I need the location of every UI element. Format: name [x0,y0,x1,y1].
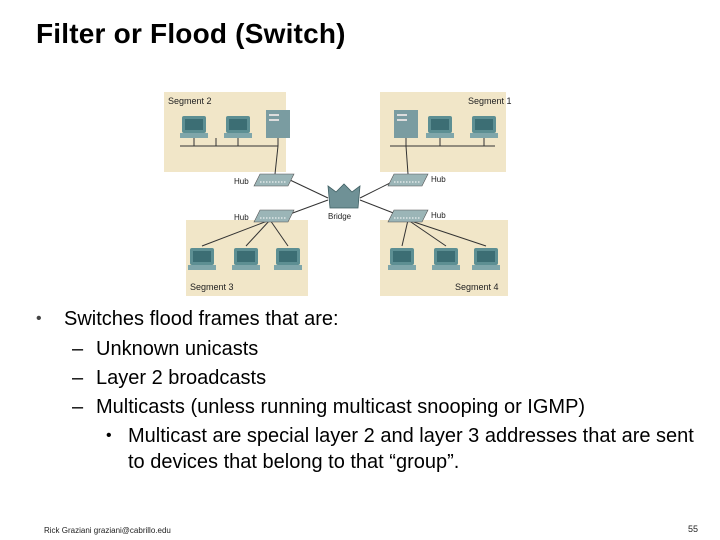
bullet-dot-icon: • [106,427,112,444]
sub-bullet-text: Multicasts (unless running multicast sno… [96,396,586,418]
sub-bullet: – Multicasts (unless running multicast s… [36,394,706,420]
computer-icon [388,248,416,270]
dash-mark: – [72,338,84,360]
bridge-icon [327,183,361,209]
bullet-main-text: Switches flood frames that are: [64,308,339,330]
computer-icon [180,116,208,138]
hub-label: Hub [431,175,446,184]
sub-bullet: – Layer 2 broadcasts [36,365,706,391]
segment-1-label: Segment 1 [468,96,512,106]
sub-sub-bullet-text: Multicast are special layer 2 and layer … [128,425,694,473]
bridge-label: Bridge [328,212,352,221]
computer-icon [470,116,498,138]
network-diagram: Segment 2 Segment 1 Segment 3 Segment 4 [150,88,520,300]
hub-label: Hub [234,177,249,186]
dash-mark: – [72,396,84,418]
computer-icon [188,248,216,270]
hub-icon [387,173,429,187]
hub-icon [387,209,429,223]
computer-icon [472,248,500,270]
sub-bullet-text: Layer 2 broadcasts [96,367,267,389]
server-icon [266,110,290,138]
slide-title: Filter or Flood (Switch) [36,18,346,49]
computer-icon [232,248,260,270]
segment-2-label: Segment 2 [168,96,212,106]
segment-3-label: Segment 3 [190,282,234,292]
sub-bullet-text: Unknown unicasts [96,338,259,360]
computer-icon [432,248,460,270]
hub-label: Hub [431,211,446,220]
server-icon [394,110,418,138]
sub-bullet: – Unknown unicasts [36,336,706,362]
computer-icon [224,116,252,138]
dash-mark: – [72,367,84,389]
bullet-list: • Switches flood frames that are: – Unkn… [36,306,706,475]
hub-label: Hub [234,213,249,222]
bullet-main: • Switches flood frames that are: [36,306,706,332]
sub-sub-bullet: • Multicast are special layer 2 and laye… [36,423,706,475]
hub-icon [253,173,295,187]
page-number: 55 [687,524,698,534]
footer-author: Rick Graziani graziani@cabrillo.edu [44,526,171,535]
segment-4-label: Segment 4 [455,282,499,292]
computer-icon [274,248,302,270]
computer-icon [426,116,454,138]
hub-icon [253,209,295,223]
bullet-dot-icon: • [36,310,42,327]
